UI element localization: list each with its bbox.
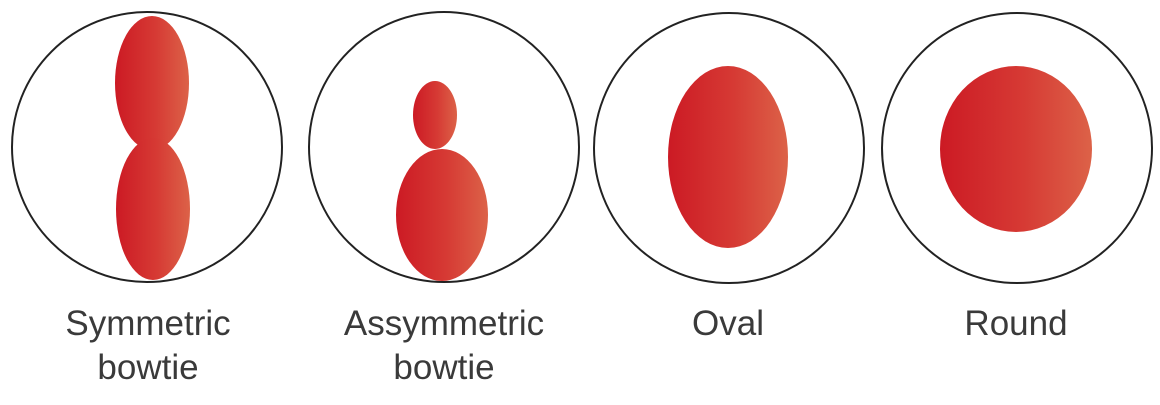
panel-round <box>882 13 1152 283</box>
label-line: bowtie <box>0 346 298 390</box>
lower-lobe <box>396 149 488 281</box>
label-line: Oval <box>578 302 878 346</box>
panel-assymmetric-bowtie <box>309 12 579 282</box>
label-symmetric-bowtie: Symmetric bowtie <box>0 302 298 390</box>
round-shape <box>940 66 1092 232</box>
label-line: bowtie <box>294 346 594 390</box>
label-oval: Oval <box>578 302 878 346</box>
label-line: Round <box>866 302 1160 346</box>
label-assymmetric-bowtie: Assymmetric bowtie <box>294 302 594 390</box>
label-line: Symmetric <box>0 302 298 346</box>
panel-oval <box>594 13 864 283</box>
panel-symmetric-bowtie <box>12 12 282 282</box>
upper-lobe <box>413 81 457 149</box>
upper-lobe <box>115 16 189 150</box>
label-round: Round <box>866 302 1160 346</box>
lower-lobe <box>116 138 190 280</box>
label-line: Assymmetric <box>294 302 594 346</box>
oval-shape <box>668 66 788 248</box>
